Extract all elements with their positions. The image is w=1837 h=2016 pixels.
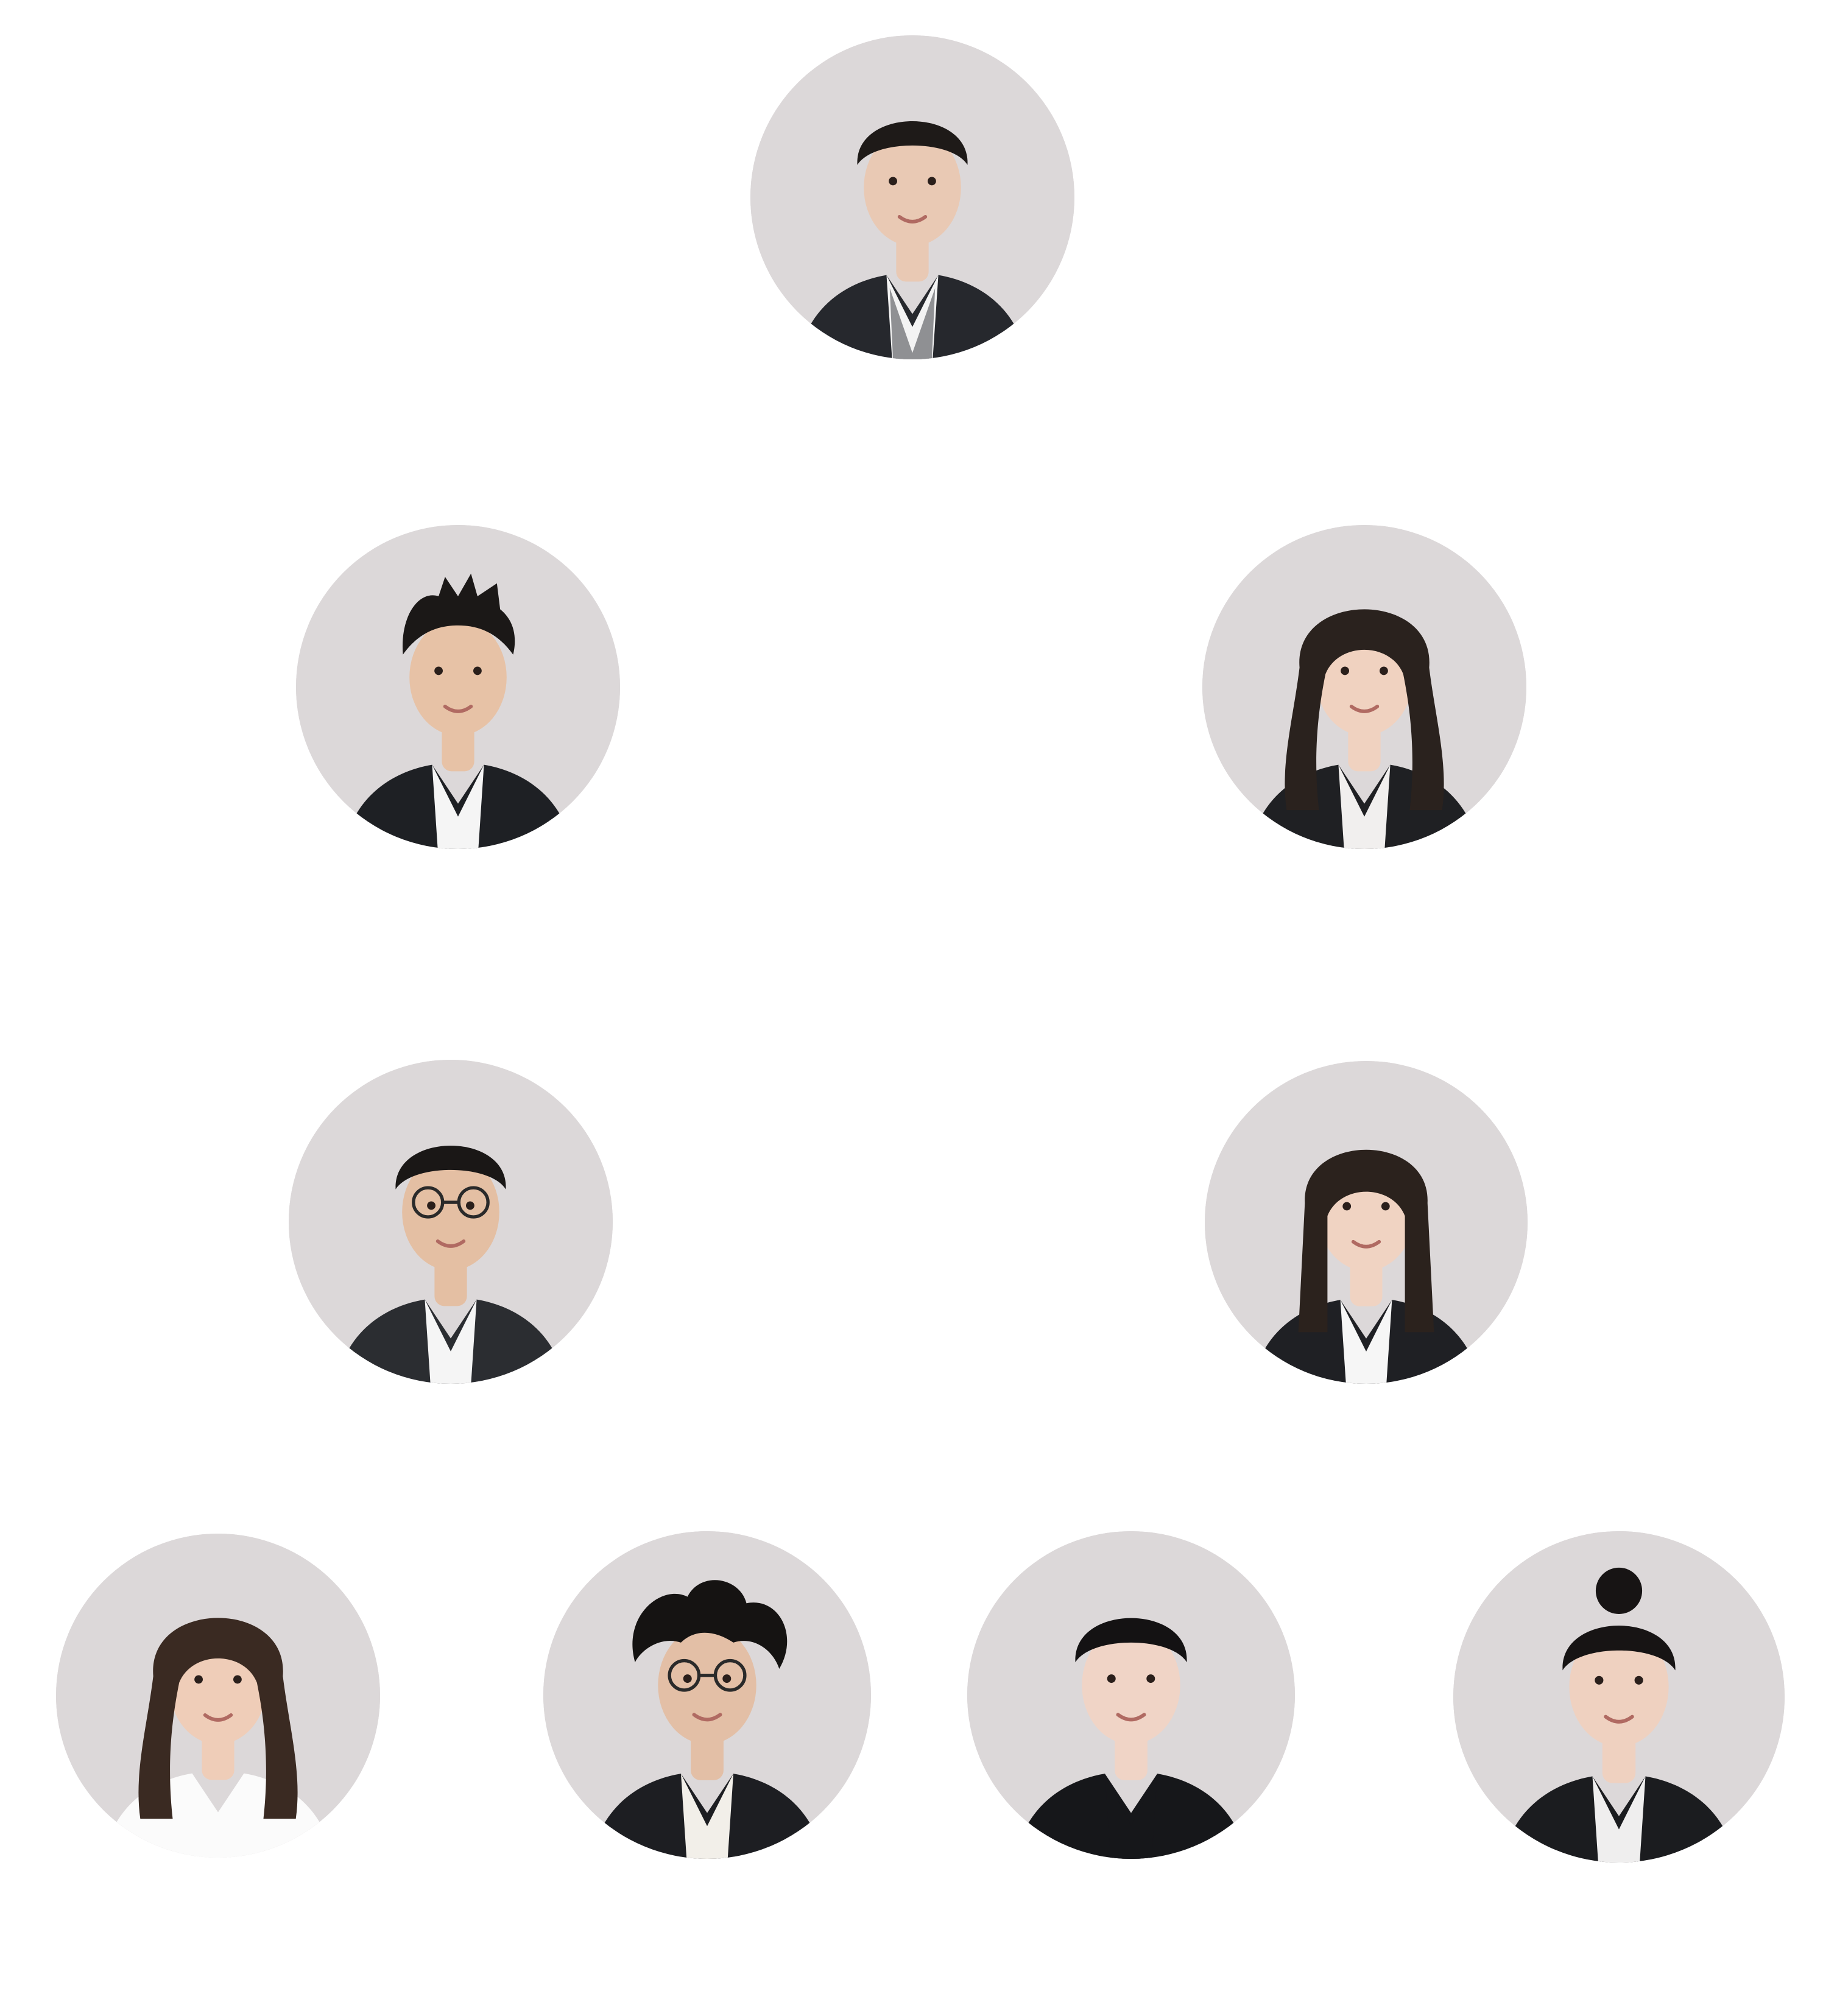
team-member-avatar-bottom-2: [543, 1531, 871, 1859]
team-member-avatar-bottom-1: [56, 1534, 380, 1858]
team-member-avatar-bottom-3: [967, 1531, 1295, 1859]
team-member-avatar-second-left: [296, 525, 620, 849]
team-member-avatar-third-right: [1205, 1061, 1528, 1384]
team-member-avatar-third-left: [289, 1060, 613, 1384]
team-member-avatar-top: [750, 35, 1074, 359]
team-member-avatar-bottom-4: [1453, 1531, 1785, 1863]
team-member-avatar-second-right: [1202, 525, 1526, 849]
